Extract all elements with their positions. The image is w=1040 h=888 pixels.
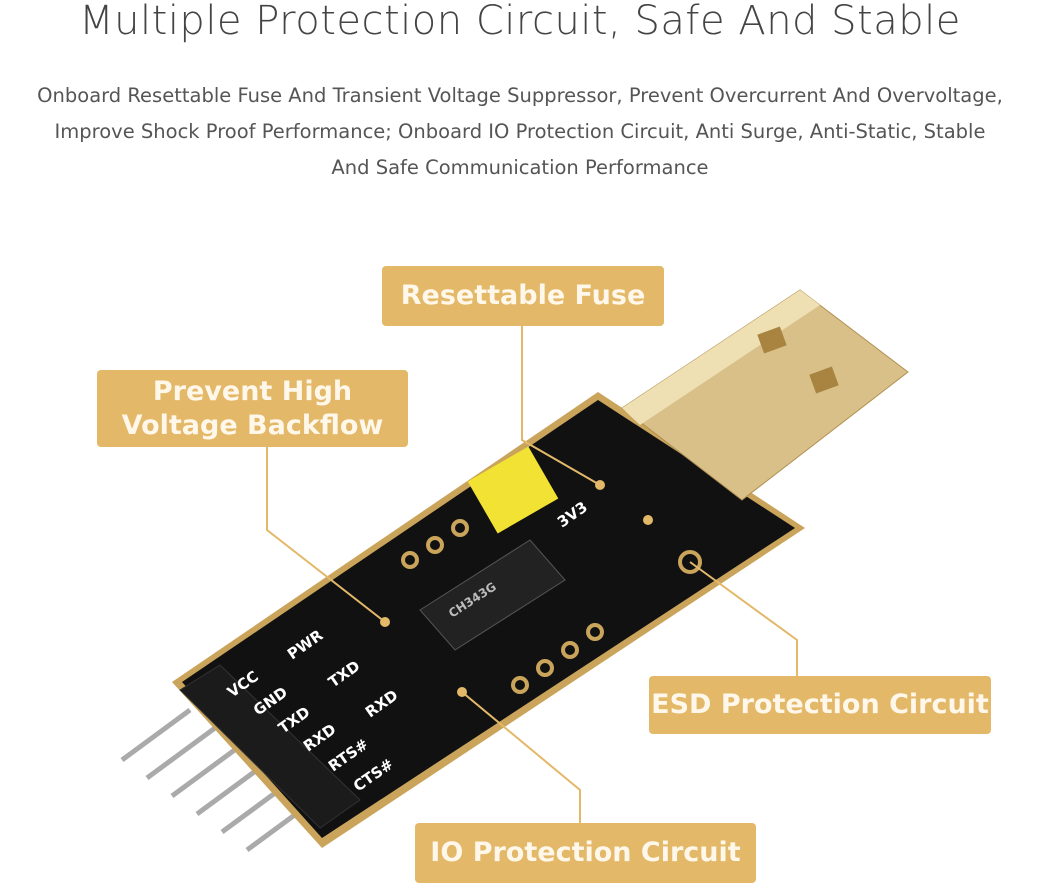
pin-header bbox=[179, 664, 361, 829]
callout-text: Voltage Backflow bbox=[121, 409, 384, 441]
callout-text: Prevent High bbox=[152, 375, 353, 407]
jumper bbox=[467, 446, 559, 534]
leader-dots bbox=[380, 480, 653, 697]
callout-resettable-fuse: Resettable Fuse bbox=[382, 266, 664, 326]
usb-contact-hole bbox=[757, 326, 787, 354]
usb-connector-top bbox=[622, 290, 820, 425]
callout-prevent-backflow: Prevent High Voltage Backflow bbox=[97, 370, 408, 447]
subtitle: Onboard Resettable Fuse And Transient Vo… bbox=[0, 78, 1040, 186]
subtitle-line: Improve Shock Proof Performance; Onboard… bbox=[54, 120, 986, 143]
solder-pads bbox=[401, 519, 702, 694]
subtitle-line: Onboard Resettable Fuse And Transient Vo… bbox=[37, 84, 1003, 107]
page-title: Multiple Protection Circuit, Safe And St… bbox=[79, 0, 961, 44]
callout-esd-protection: ESD Protection Circuit bbox=[649, 676, 991, 734]
callout-io-protection: IO Protection Circuit bbox=[415, 823, 756, 883]
chip-ch343g bbox=[419, 539, 566, 651]
subtitle-line: And Safe Communication Performance bbox=[331, 156, 709, 179]
leader-lines bbox=[266, 326, 798, 823]
usb-contact-hole bbox=[809, 366, 839, 394]
